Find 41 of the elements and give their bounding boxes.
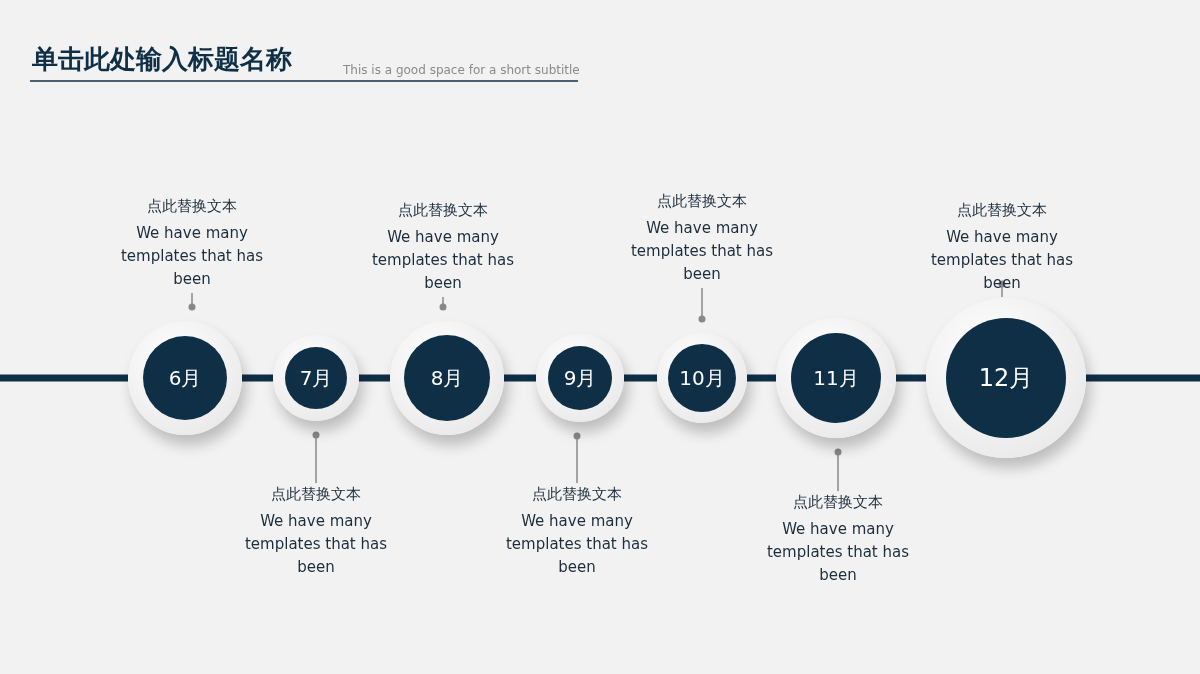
heading-text: 点此替换文本: [397, 201, 489, 220]
body-text: We have many templates that has been: [504, 511, 649, 578]
month-label: 11月: [791, 333, 881, 423]
body-text: We have many templates that has been: [629, 218, 774, 285]
body-text: We have many templates that has been: [243, 511, 388, 578]
heading-text: 点此替换文本: [531, 485, 623, 504]
heading-text: 点此替换文本: [792, 493, 884, 512]
timeline-line: [359, 374, 390, 382]
leader-line: [573, 432, 581, 484]
month-label: 6月: [143, 336, 227, 420]
title-text: 单击此处输入标题名称: [32, 43, 292, 76]
heading-text: 点此替换文本: [146, 197, 238, 216]
circle-node: [273, 335, 359, 421]
leader-line: [998, 280, 1006, 298]
heading-text: 点此替换文本: [956, 201, 1048, 220]
month-label: 8月: [404, 335, 490, 421]
body-text: We have many templates that has been: [370, 227, 515, 294]
timeline-line: [0, 374, 128, 382]
leader-line: [439, 296, 447, 311]
circle-node: [536, 334, 624, 422]
timeline-line: [242, 374, 273, 382]
leader-line: [188, 292, 196, 311]
month-label: 9月: [548, 346, 612, 410]
month-label: 10月: [668, 344, 736, 412]
body-text: We have many templates that has been: [119, 223, 264, 290]
heading-text: 点此替换文本: [270, 485, 362, 504]
circle-node: [657, 333, 747, 423]
timeline-line: [896, 374, 926, 382]
leader-line: [312, 431, 320, 484]
month-label: 12月: [946, 318, 1066, 438]
heading-text: 点此替换文本: [656, 192, 748, 211]
leader-line: [698, 287, 706, 323]
timeline-line: [624, 374, 657, 382]
timeline-line: [747, 374, 776, 382]
body-text: We have many templates that has been: [765, 519, 910, 586]
month-label: 7月: [285, 347, 347, 409]
timeline-line: [504, 374, 536, 382]
body-text: We have many templates that has been: [929, 227, 1074, 294]
subtitle-text: This is a good space for a short subtitle: [343, 63, 580, 77]
timeline-line: [1086, 374, 1200, 382]
leader-line: [834, 448, 842, 492]
